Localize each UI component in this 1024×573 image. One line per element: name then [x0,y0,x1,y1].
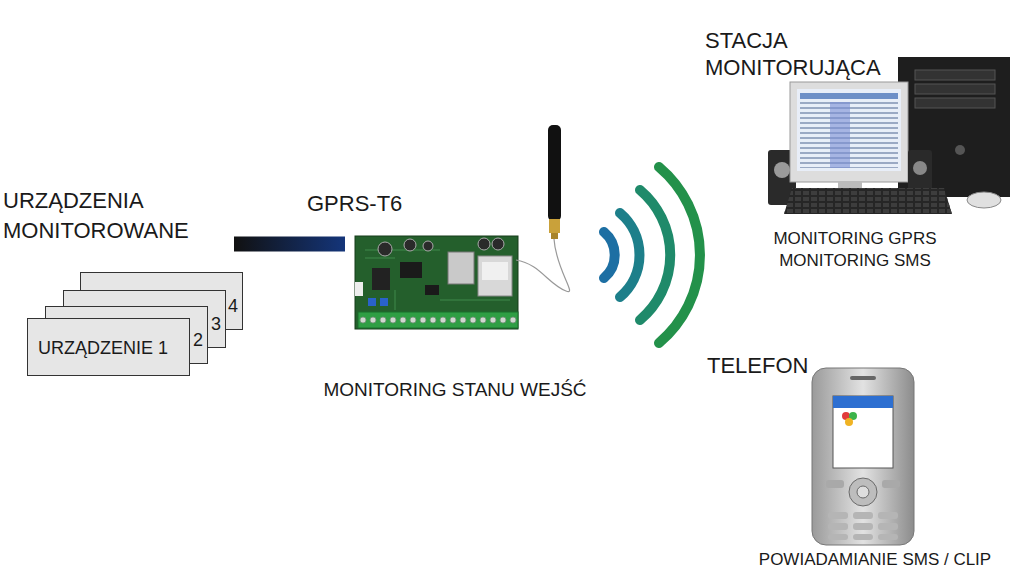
module-caption: MONITORING STANU WEJŚĆ [323,379,586,400]
gprs-module-board [448,252,474,284]
text-slot: GPRS-T6 [307,190,402,218]
gprs-module-board [400,262,422,278]
mobile-phone [849,478,877,506]
mobile-phone [857,486,869,498]
monitoring-computer [967,192,1001,208]
monitoring-computer [913,161,927,175]
group-heading: URZĄDZENIA MONITOROWANE [3,188,189,243]
monitoring-computer [915,98,995,108]
gprs-module-board [380,298,388,306]
gsm-antenna [548,125,561,221]
radio-waves [659,167,700,343]
text-slot: 2 [193,329,203,352]
text-slot: 3 [211,313,221,336]
gprs-module-board [482,262,508,280]
gprs-module-board [478,256,512,296]
monitoring-computer [915,84,995,94]
callout-number: 3 [211,314,221,334]
module-heading: GPRS-T6 [307,191,402,216]
mobile-phone [812,368,914,545]
ring-outline [753,308,937,492]
gsm-antenna [516,125,570,292]
ring-group: GPRS-T6MONITORING STANU WEJŚĆ [345,150,545,410]
ring-group: STACJA MONITORUJĄCA MONITORING GPRS MONIT… [700,0,1020,280]
text-slot: MONITORING GPRS MONITORING SMS [755,228,955,272]
ring-outline [348,155,528,335]
gprs-module-board [368,298,376,306]
monitoring-computer [768,57,1010,214]
mobile-phone [828,523,848,530]
gprs-module-board [358,312,518,328]
gprs-module-board [478,238,490,250]
text-slot: TELEFON [707,352,808,380]
text-slot: STACJA MONITORUJĄCA [705,27,905,81]
gprs-module-board [423,241,433,251]
gprs-module-board [425,285,439,295]
mobile-phone [853,512,873,519]
phone-heading: TELEFON [707,353,808,378]
monitoring-computer [784,188,952,214]
text-slot: MONITORING STANU WEJŚĆ [295,378,615,402]
callout-number: 4 [228,296,238,316]
mobile-phone [812,368,914,545]
ring-outline [345,150,545,410]
device-label: URZĄDZENIE 1 [38,338,168,358]
monitoring-computer [797,89,901,171]
monitoring-computer [800,93,898,99]
mobile-phone [878,534,898,540]
ring-outline [700,300,1020,573]
monitoring-computer [790,82,908,182]
mobile-phone [853,523,873,530]
device-box: URZĄDZENIE 1 [27,318,190,376]
link-bar [234,237,345,252]
gprs-module-board [358,312,518,328]
station-heading: STACJA MONITORUJĄCA [705,28,881,80]
radio-waves [620,213,639,297]
mobile-phone [878,512,898,519]
gprs-module-board [378,242,392,256]
gprs-module-board [372,268,390,290]
gsm-antenna [549,219,560,233]
radio-waves [604,232,615,278]
gsm-antenna [516,239,570,292]
phone-caption: POWIADAMIANIE SMS / CLIP [759,550,991,569]
gprs-module-board [404,239,416,251]
mobile-phone [850,376,876,380]
monitoring-computer [784,188,952,214]
monitoring-computer [955,145,965,155]
mobile-phone [853,534,873,540]
station-caption: MONITORING GPRS MONITORING SMS [773,229,936,270]
text-slot: 4 [228,295,238,318]
mobile-phone [833,396,893,408]
callout-number: 2 [193,330,203,350]
monitoring-computer [800,102,898,168]
mobile-phone [828,534,848,540]
gprs-module-board [355,236,518,329]
gprs-module-board [492,238,504,250]
monitoring-computer [830,102,850,168]
text-slot: URZĄDZENIE 1 [38,337,168,360]
mobile-phone [833,396,893,468]
radio-waves [640,190,670,320]
monitoring-computer [774,162,790,178]
mobile-phone [878,523,898,530]
radio-waves [604,167,700,343]
gsm-antenna [551,233,558,239]
text-slot: URZĄDZENIA MONITOROWANE [3,186,218,246]
mobile-phone [882,480,900,488]
mobile-phone [828,512,848,519]
gprs-module-board [355,236,518,329]
mobile-phone [845,418,853,426]
mobile-phone [826,480,844,488]
gprs-module-board [355,282,363,296]
ring-group: URZĄDZENIA MONITOROWANEURZĄDZENIE 1234 [0,140,234,390]
text-slot: POWIADAMIANIE SMS / CLIP [730,550,1020,570]
ring-group: TELEFON POWIADAMIANIE SMS / CLIP [700,300,1020,573]
monitoring-computer [915,70,995,80]
